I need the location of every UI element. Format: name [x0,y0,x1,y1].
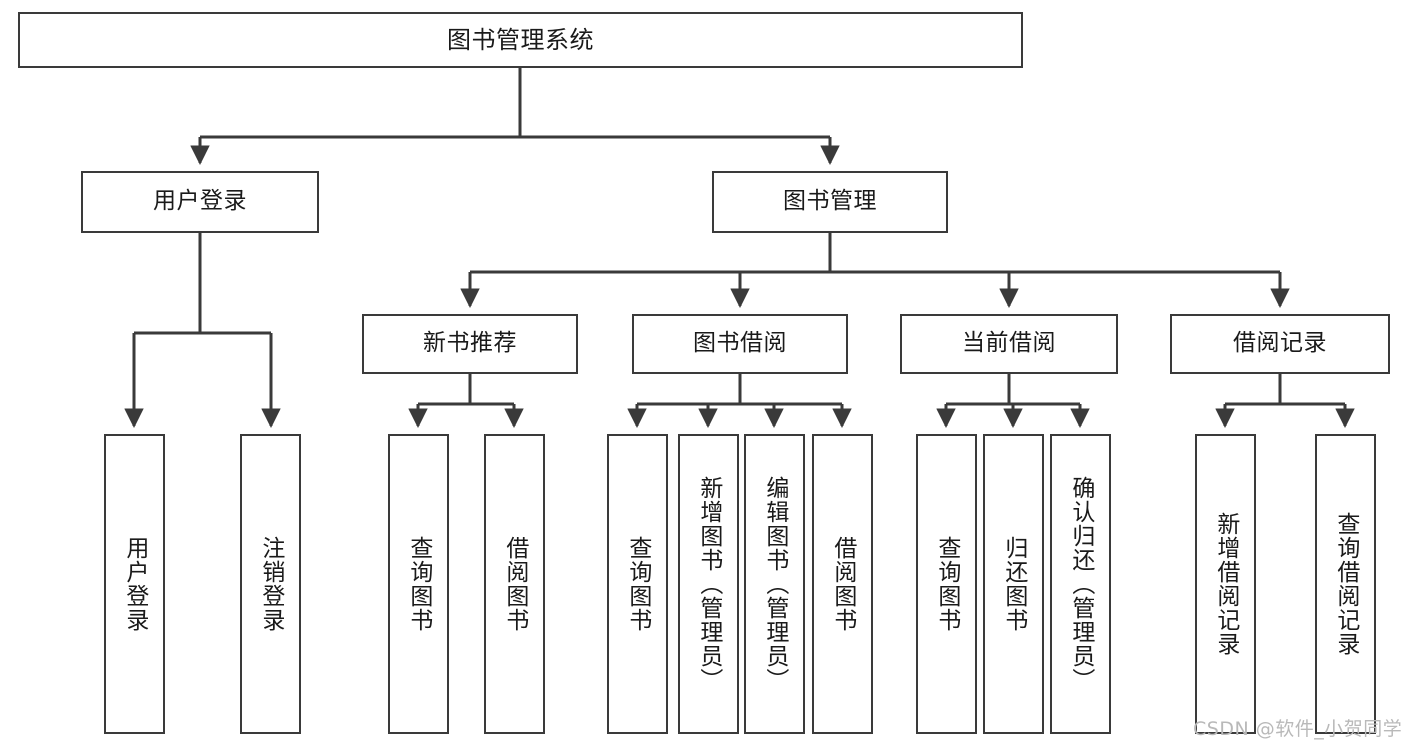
node-leaf-return-book[interactable]: 归还图书 [983,434,1044,734]
node-leaf-add-book[interactable]: 新增图书（管理员） [678,434,739,734]
node-leaf-borrow-book-2[interactable]: 借阅图书 [812,434,873,734]
node-leaf-query-book-1[interactable]: 查询图书 [388,434,449,734]
node-new-book-recommendation[interactable]: 新书推荐 [362,314,578,374]
node-leaf-edit-book[interactable]: 编辑图书（管理员） [744,434,805,734]
node-leaf-add-book-label: 新增图书（管理员） [695,476,722,692]
watermark: CSDN @软件_小贺同学 [1193,718,1403,740]
node-leaf-query-book-2-label: 查询图书 [624,536,651,632]
node-leaf-user-login-label: 用户登录 [121,536,148,632]
node-user-login-label: 用户登录 [153,188,247,215]
node-leaf-borrow-book-2-label: 借阅图书 [829,536,856,632]
node-leaf-query-book-3[interactable]: 查询图书 [916,434,977,734]
node-book-manage[interactable]: 图书管理 [712,171,948,233]
node-leaf-query-book-2[interactable]: 查询图书 [607,434,668,734]
node-borrow-record[interactable]: 借阅记录 [1170,314,1390,374]
node-book-manage-label: 图书管理 [783,188,877,215]
node-root[interactable]: 图书管理系统 [18,12,1023,68]
node-leaf-logout-label: 注销登录 [257,536,284,632]
node-borrow-record-label: 借阅记录 [1233,330,1327,357]
node-leaf-confirm-return[interactable]: 确认归还（管理员） [1050,434,1111,734]
node-leaf-add-record-label: 新增借阅记录 [1212,512,1239,656]
node-leaf-query-record[interactable]: 查询借阅记录 [1315,434,1376,734]
node-leaf-add-record[interactable]: 新增借阅记录 [1195,434,1256,734]
node-leaf-borrow-book-1[interactable]: 借阅图书 [484,434,545,734]
node-leaf-user-login[interactable]: 用户登录 [104,434,165,734]
node-current-borrow[interactable]: 当前借阅 [900,314,1118,374]
node-leaf-return-book-label: 归还图书 [1000,536,1027,632]
node-leaf-borrow-book-1-label: 借阅图书 [501,536,528,632]
node-leaf-logout[interactable]: 注销登录 [240,434,301,734]
node-root-label: 图书管理系统 [447,25,594,54]
node-current-borrow-label: 当前借阅 [962,330,1056,357]
node-new-book-recommendation-label: 新书推荐 [423,330,517,357]
node-leaf-edit-book-label: 编辑图书（管理员） [761,476,788,692]
node-book-borrow-label: 图书借阅 [693,330,787,357]
node-leaf-confirm-return-label: 确认归还（管理员） [1067,476,1094,692]
node-user-login[interactable]: 用户登录 [81,171,319,233]
node-leaf-query-book-1-label: 查询图书 [405,536,432,632]
node-leaf-query-record-label: 查询借阅记录 [1332,512,1359,656]
node-leaf-query-book-3-label: 查询图书 [933,536,960,632]
node-book-borrow[interactable]: 图书借阅 [632,314,848,374]
